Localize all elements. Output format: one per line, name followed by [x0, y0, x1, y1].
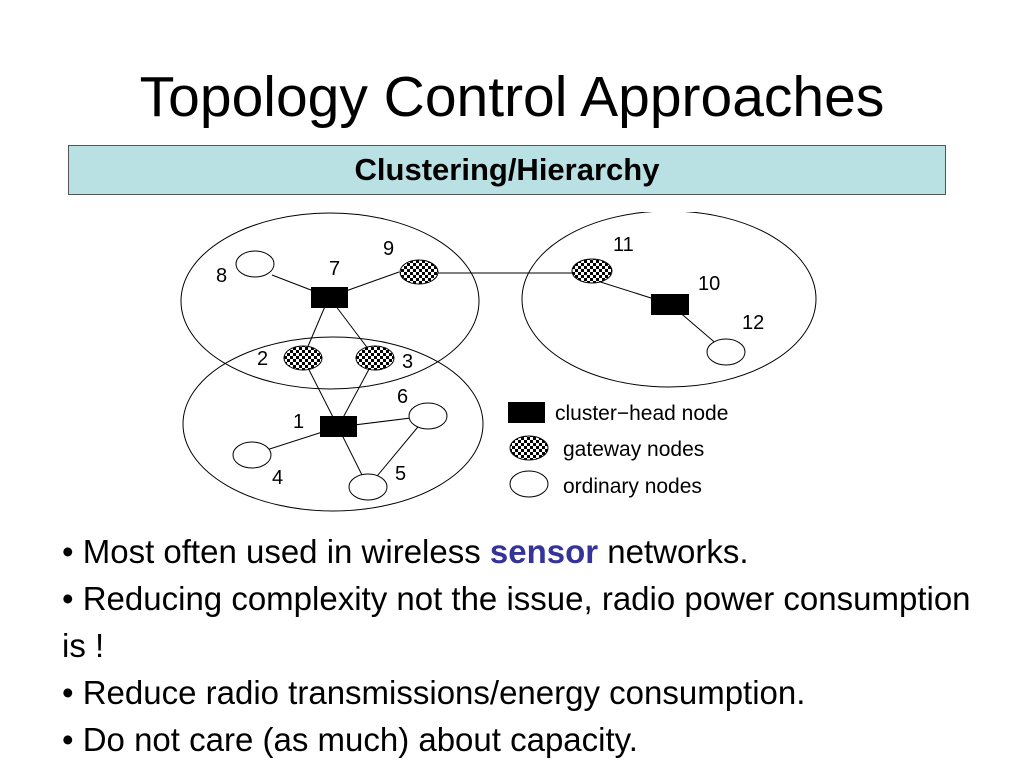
cluster-boundary-1 [182, 336, 484, 512]
node-label-6: 6 [397, 386, 408, 408]
ordinary-node-4 [232, 441, 272, 469]
cluster-head-node-7 [311, 287, 348, 308]
ordinary-node-8 [235, 250, 275, 278]
bullet-list: • Most often used in wireless sensor net… [62, 528, 1002, 763]
bullet-item: • Do not care (as much) about capacity. [62, 721, 638, 758]
cluster-topology-diagram: 8 7 9 11 10 12 2 3 6 1 4 5 cluster−head … [180, 212, 817, 512]
cluster-head-node-1 [320, 416, 357, 437]
bullet-text: • Most often used in wireless [62, 533, 490, 570]
node-label-4: 4 [272, 467, 283, 489]
legend-ordinary-label: ordinary nodes [563, 475, 702, 498]
gateway-node-2 [283, 345, 323, 371]
slide-title: Topology Control Approaches [139, 65, 885, 129]
bullet-item: • Reduce radio transmissions/energy cons… [62, 674, 806, 711]
cluster-head-node-10 [651, 294, 689, 315]
edge-6-5 [367, 415, 428, 488]
legend-cluster-head-swatch [508, 402, 545, 423]
node-label-10: 10 [698, 273, 720, 295]
bullet-item: • Most often used in wireless sensor net… [62, 528, 1002, 575]
gateway-node-11 [571, 258, 613, 284]
legend-gateway-swatch [509, 435, 549, 461]
subtitle-banner: Clustering/Hierarchy [68, 145, 946, 195]
node-label-12: 12 [742, 312, 764, 334]
bullet-text: networks. [598, 533, 749, 570]
node-label-7: 7 [329, 258, 340, 280]
ordinary-node-12 [706, 338, 746, 366]
node-label-8: 8 [216, 265, 227, 287]
cluster-boundary-7 [180, 212, 480, 390]
gateway-node-9 [399, 259, 439, 285]
node-label-3: 3 [402, 351, 413, 373]
bullet-item: • Reducing complexity not the issue, rad… [62, 580, 971, 664]
node-label-11: 11 [613, 234, 634, 256]
gateway-node-3 [355, 345, 395, 371]
ordinary-node-5 [348, 473, 388, 501]
ordinary-node-6 [408, 402, 448, 430]
node-label-1: 1 [293, 411, 304, 433]
legend-ordinary-swatch [509, 470, 549, 498]
diagram-legend: cluster−head node gateway nodes ordinary… [508, 402, 728, 498]
node-label-5: 5 [395, 463, 406, 485]
node-label-9: 9 [383, 238, 394, 260]
node-label-2: 2 [257, 348, 268, 370]
legend-gateway-label: gateway nodes [563, 438, 704, 461]
highlighted-word: sensor [489, 533, 599, 570]
cluster-boundary-10 [521, 212, 817, 388]
legend-cluster-head-label: cluster−head node [555, 402, 728, 425]
